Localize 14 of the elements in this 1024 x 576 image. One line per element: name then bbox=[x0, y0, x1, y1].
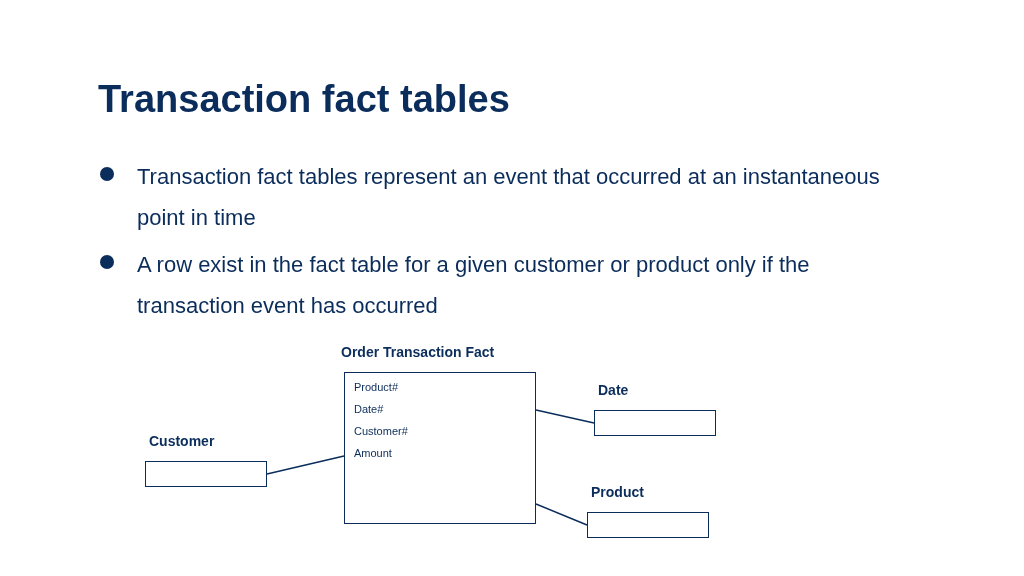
field-name: Customer# bbox=[354, 424, 409, 439]
field-name: Product# bbox=[354, 380, 400, 395]
field-name: Date# bbox=[354, 402, 385, 417]
connector-line bbox=[266, 455, 345, 475]
bullet-text: A row exist in the fact table for a given customer or product only if the transaction event has occurred bbox=[137, 251, 811, 320]
table-name: Date bbox=[598, 381, 629, 400]
connector-line bbox=[535, 409, 595, 424]
bullet-text: Transaction fact tables represent an event that occurred at an instantaneous point in time bbox=[137, 163, 881, 232]
slide-title: Transaction fact tables bbox=[98, 77, 510, 122]
connector-line bbox=[535, 503, 588, 526]
table-name: Order Transaction Fact bbox=[341, 343, 495, 362]
table-name: Customer bbox=[149, 432, 215, 451]
table-name: Product bbox=[591, 483, 644, 502]
field-name: Amount bbox=[354, 446, 393, 461]
